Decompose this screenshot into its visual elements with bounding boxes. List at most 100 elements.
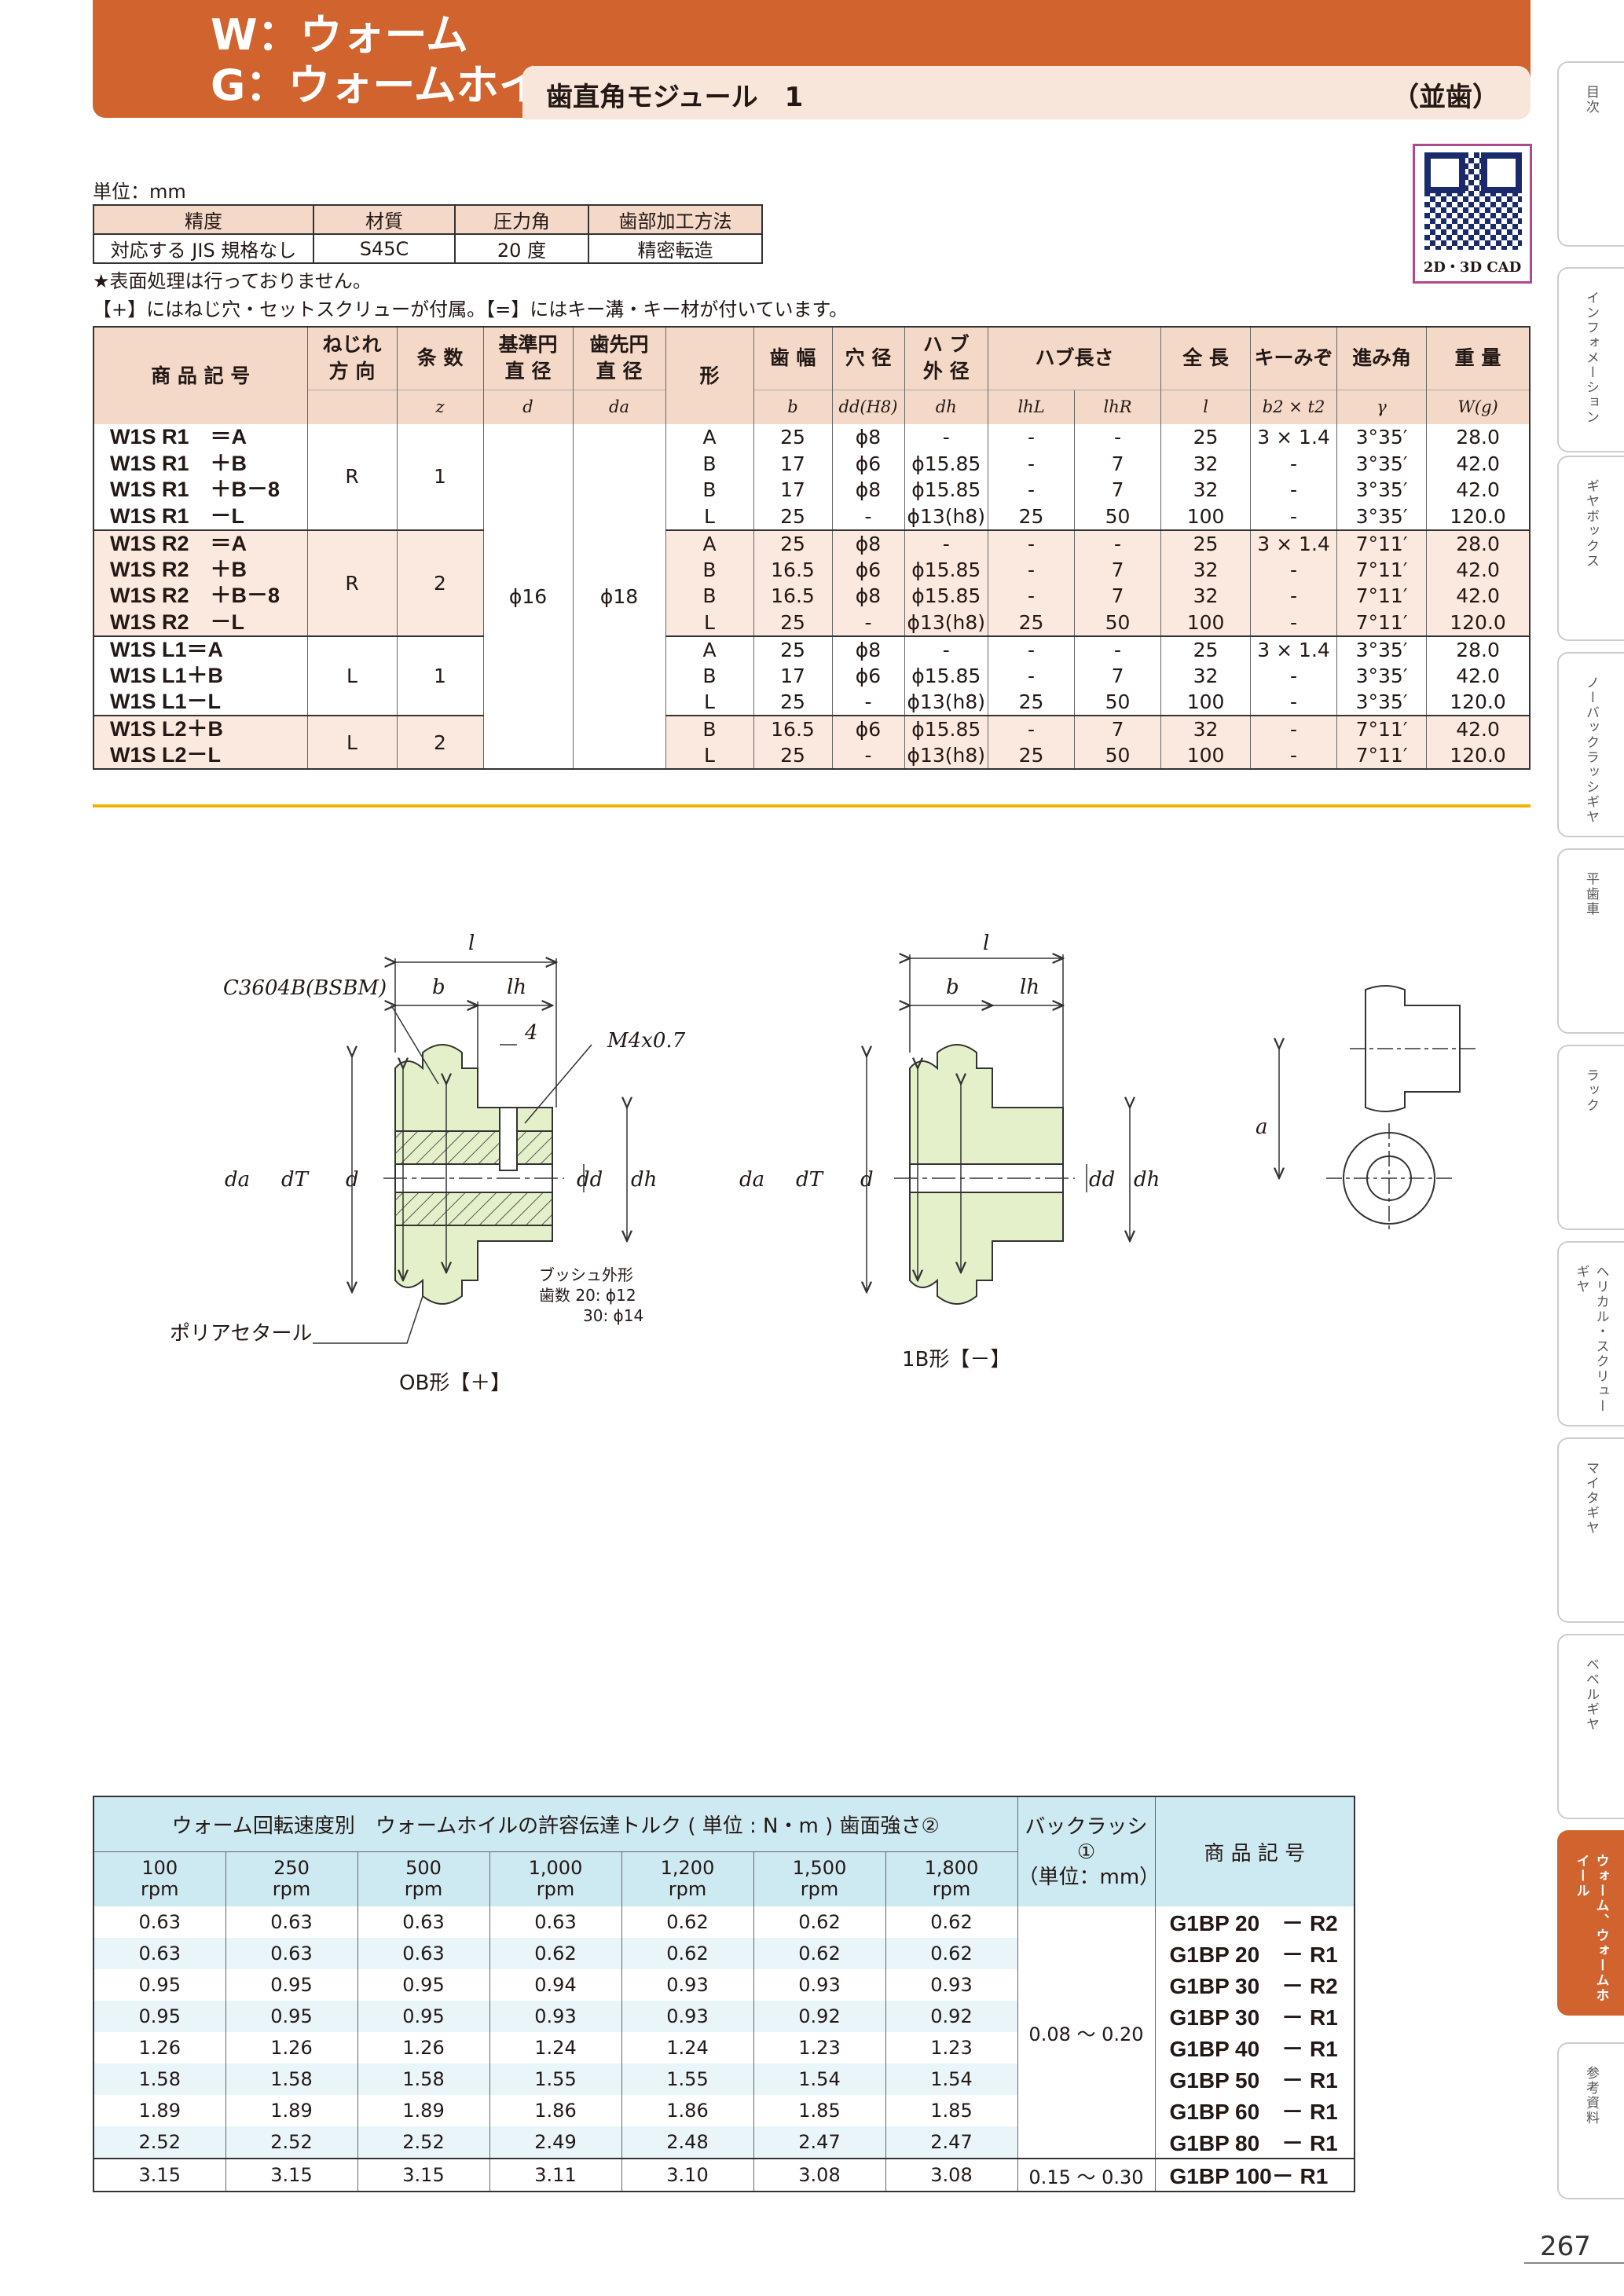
hub-len-r: 7 xyxy=(1074,583,1161,610)
form: A xyxy=(665,635,753,663)
col-direction: ねじれ 方 向 xyxy=(306,327,397,390)
side-tab[interactable]: 目次 xyxy=(1557,61,1624,247)
drawing-svg xyxy=(313,927,1476,1344)
side-tab[interactable]: ギヤボックス xyxy=(1557,456,1624,641)
torque-value: 0.63 xyxy=(93,1938,225,1969)
side-tab[interactable]: マイタギヤ xyxy=(1557,1437,1624,1623)
col-tip-dia: 歯先円 直 径 xyxy=(572,327,665,390)
side-view-drawing xyxy=(1279,985,1476,1233)
face-width: 16.5 xyxy=(753,556,832,583)
side-tab[interactable]: ラック xyxy=(1557,1045,1624,1230)
lead-angle: 3°35′ xyxy=(1336,503,1427,530)
hub-len-r: 7 xyxy=(1074,477,1161,504)
cad-qr-code[interactable]: 2D・3D CAD xyxy=(1413,144,1532,284)
product-code: W1S L1＝A xyxy=(93,635,307,663)
hub-dia: ϕ15.85 xyxy=(904,583,988,610)
torque-value: 2.48 xyxy=(621,2126,753,2159)
weight: 120.0 xyxy=(1426,689,1530,716)
total-length: 32 xyxy=(1160,583,1251,610)
backlash-header: バックラッシ① （単位：mm） xyxy=(1017,1796,1160,1906)
keyway: - xyxy=(1250,556,1337,583)
form: B xyxy=(665,477,753,504)
side-tab[interactable]: 平歯車 xyxy=(1557,848,1624,1034)
product-code: W1S R1 ＝A xyxy=(93,424,307,451)
torque-value: 0.62 xyxy=(753,1906,885,1938)
torque-value: 0.92 xyxy=(753,2001,885,2032)
dim-lh-1b: lh xyxy=(1020,976,1040,999)
side-tab[interactable]: ノーバックラッシギヤ xyxy=(1557,652,1624,837)
torque-value: 0.95 xyxy=(225,2001,357,2032)
torque-value: 3.15 xyxy=(93,2158,225,2192)
torque-value: 0.63 xyxy=(225,1938,357,1969)
torque-value: 0.62 xyxy=(621,1938,753,1969)
bore: ϕ8 xyxy=(831,583,904,610)
form: B xyxy=(665,662,753,689)
face-width: 25 xyxy=(753,689,832,716)
1b-dimension-lines xyxy=(867,954,1130,1292)
total-length: 32 xyxy=(1160,556,1251,583)
dim-b-1b: b xyxy=(946,976,959,999)
keyway: - xyxy=(1250,450,1337,477)
side-tab[interactable]: 参考資料 xyxy=(1557,2042,1624,2199)
spec-value: 20 度 xyxy=(454,233,589,264)
spec-header: 材質 xyxy=(313,204,456,235)
bore: - xyxy=(831,609,904,636)
hub-len-l: - xyxy=(988,635,1075,663)
section-divider xyxy=(93,804,1531,807)
torque-value: 3.10 xyxy=(621,2158,753,2192)
module-subtitle: 歯直角モジュール 1 xyxy=(546,82,804,113)
wheel-product-code: G1BP 60 － R1 xyxy=(1154,2095,1355,2126)
product-code: W1S L2＋B xyxy=(93,715,307,742)
col-keyway: キーみぞ xyxy=(1250,327,1337,390)
form: L xyxy=(665,503,753,530)
form: A xyxy=(665,424,753,451)
torque-value: 0.93 xyxy=(621,2001,753,2032)
col-form: 形 xyxy=(665,327,753,424)
torque-value: 1.24 xyxy=(621,2032,753,2063)
keyway: - xyxy=(1250,689,1337,716)
sym-d: d xyxy=(482,389,573,424)
torque-value: 0.93 xyxy=(885,1969,1017,2001)
torque-value: 1.23 xyxy=(885,2032,1017,2063)
product-code: W1S L2－L xyxy=(93,742,307,769)
torque-value: 0.95 xyxy=(93,2001,225,2032)
hub-dia: ϕ15.85 xyxy=(904,662,988,689)
dim-dh: dh xyxy=(631,1168,658,1192)
page-rule xyxy=(1524,2262,1624,2264)
col-lead-angle: 進み角 xyxy=(1336,327,1427,390)
side-tab[interactable]: ヘリカル・スクリューギヤ xyxy=(1557,1241,1624,1426)
torque-value: 0.62 xyxy=(885,1906,1017,1938)
torque-code-header: 商 品 記 号 xyxy=(1154,1796,1355,1906)
bore: ϕ6 xyxy=(831,715,904,742)
ob-form-drawing xyxy=(394,1044,553,1305)
product-code: W1S R2 －L xyxy=(93,609,307,636)
rpm-header: 1,800 rpm xyxy=(885,1851,1017,1906)
torque-value: 2.52 xyxy=(93,2126,225,2159)
num-starts: 1 xyxy=(396,424,483,530)
hub-len-r: - xyxy=(1074,424,1161,451)
side-tab[interactable]: ウォーム、ウォームホイール xyxy=(1557,1830,1624,2016)
hub-dia: ϕ13(h8) xyxy=(904,742,988,769)
form: A xyxy=(665,529,753,557)
dim-a: a xyxy=(1256,1115,1268,1139)
hub-len-r: 7 xyxy=(1074,662,1161,689)
col-hub-dia: ハ ブ 外 径 xyxy=(904,327,988,390)
hub-len-r: 7 xyxy=(1074,450,1161,477)
torque-value: 2.52 xyxy=(225,2126,357,2159)
wheel-product-code: G1BP 40 － R1 xyxy=(1154,2032,1355,2063)
material-label: C3604B(BSBM) xyxy=(223,976,387,1000)
total-length: 32 xyxy=(1160,715,1251,742)
side-tab[interactable]: インフォメーション xyxy=(1557,267,1624,452)
hub-len-l: 25 xyxy=(988,742,1075,769)
dim-l: l xyxy=(468,932,475,955)
lead-angle: 7°11′ xyxy=(1336,742,1427,769)
hub-len-l: - xyxy=(988,477,1075,504)
sym-gamma: γ xyxy=(1336,389,1427,424)
hub-dia: ϕ13(h8) xyxy=(904,503,988,530)
torque-value: 2.47 xyxy=(753,2126,885,2159)
bore: ϕ8 xyxy=(831,529,904,557)
side-tab[interactable]: ベベルギヤ xyxy=(1557,1634,1624,1819)
torque-value: 0.62 xyxy=(489,1938,621,1969)
